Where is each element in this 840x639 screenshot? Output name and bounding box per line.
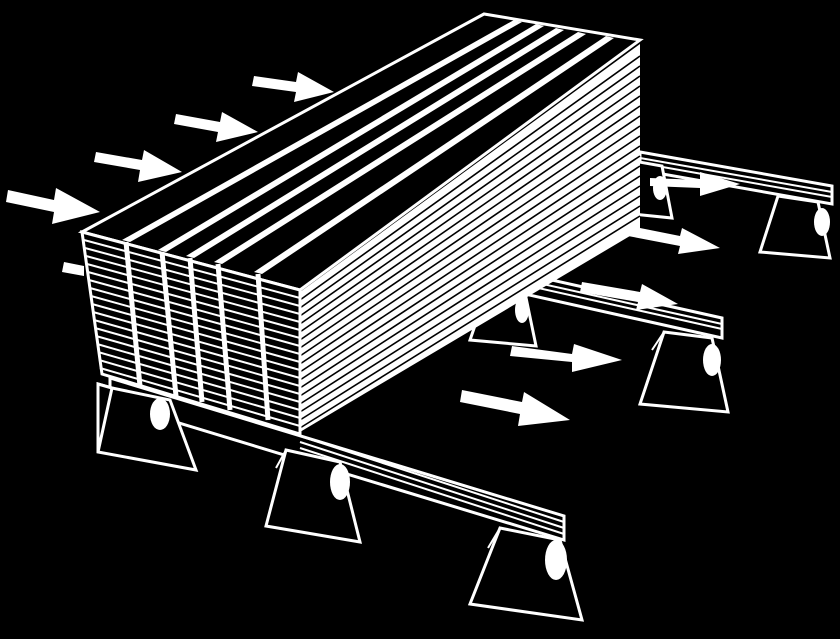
airflow-arrow-out-5	[460, 390, 570, 426]
support-block-middle-right	[637, 330, 730, 414]
airflow-arrow-out-2	[628, 226, 720, 254]
board-stack-side-layers	[299, 55, 641, 429]
board-stack-side-face	[300, 44, 640, 432]
support-block-front-left	[96, 382, 199, 472]
airflow-arrow-in-2	[174, 112, 258, 142]
airflow-arrow-in-1	[252, 72, 334, 102]
support-block-back-right	[757, 194, 832, 260]
airflow-arrow-out-1	[650, 172, 740, 196]
airflow-arrow-in-4	[6, 188, 100, 224]
airflow-arrow-in-3	[94, 150, 182, 182]
front-support-rail	[108, 375, 566, 543]
airflow-arrow-out-3	[580, 282, 678, 310]
board-stack	[77, 12, 644, 437]
airflow-arrow-out-4	[510, 344, 622, 372]
board-stack-front-seams	[123, 241, 271, 421]
board-stack-top-gaps	[122, 20, 614, 274]
support-block-front-middle	[264, 448, 363, 544]
airflow-arrow-in-5	[62, 262, 84, 276]
support-block-front-right	[467, 526, 585, 622]
